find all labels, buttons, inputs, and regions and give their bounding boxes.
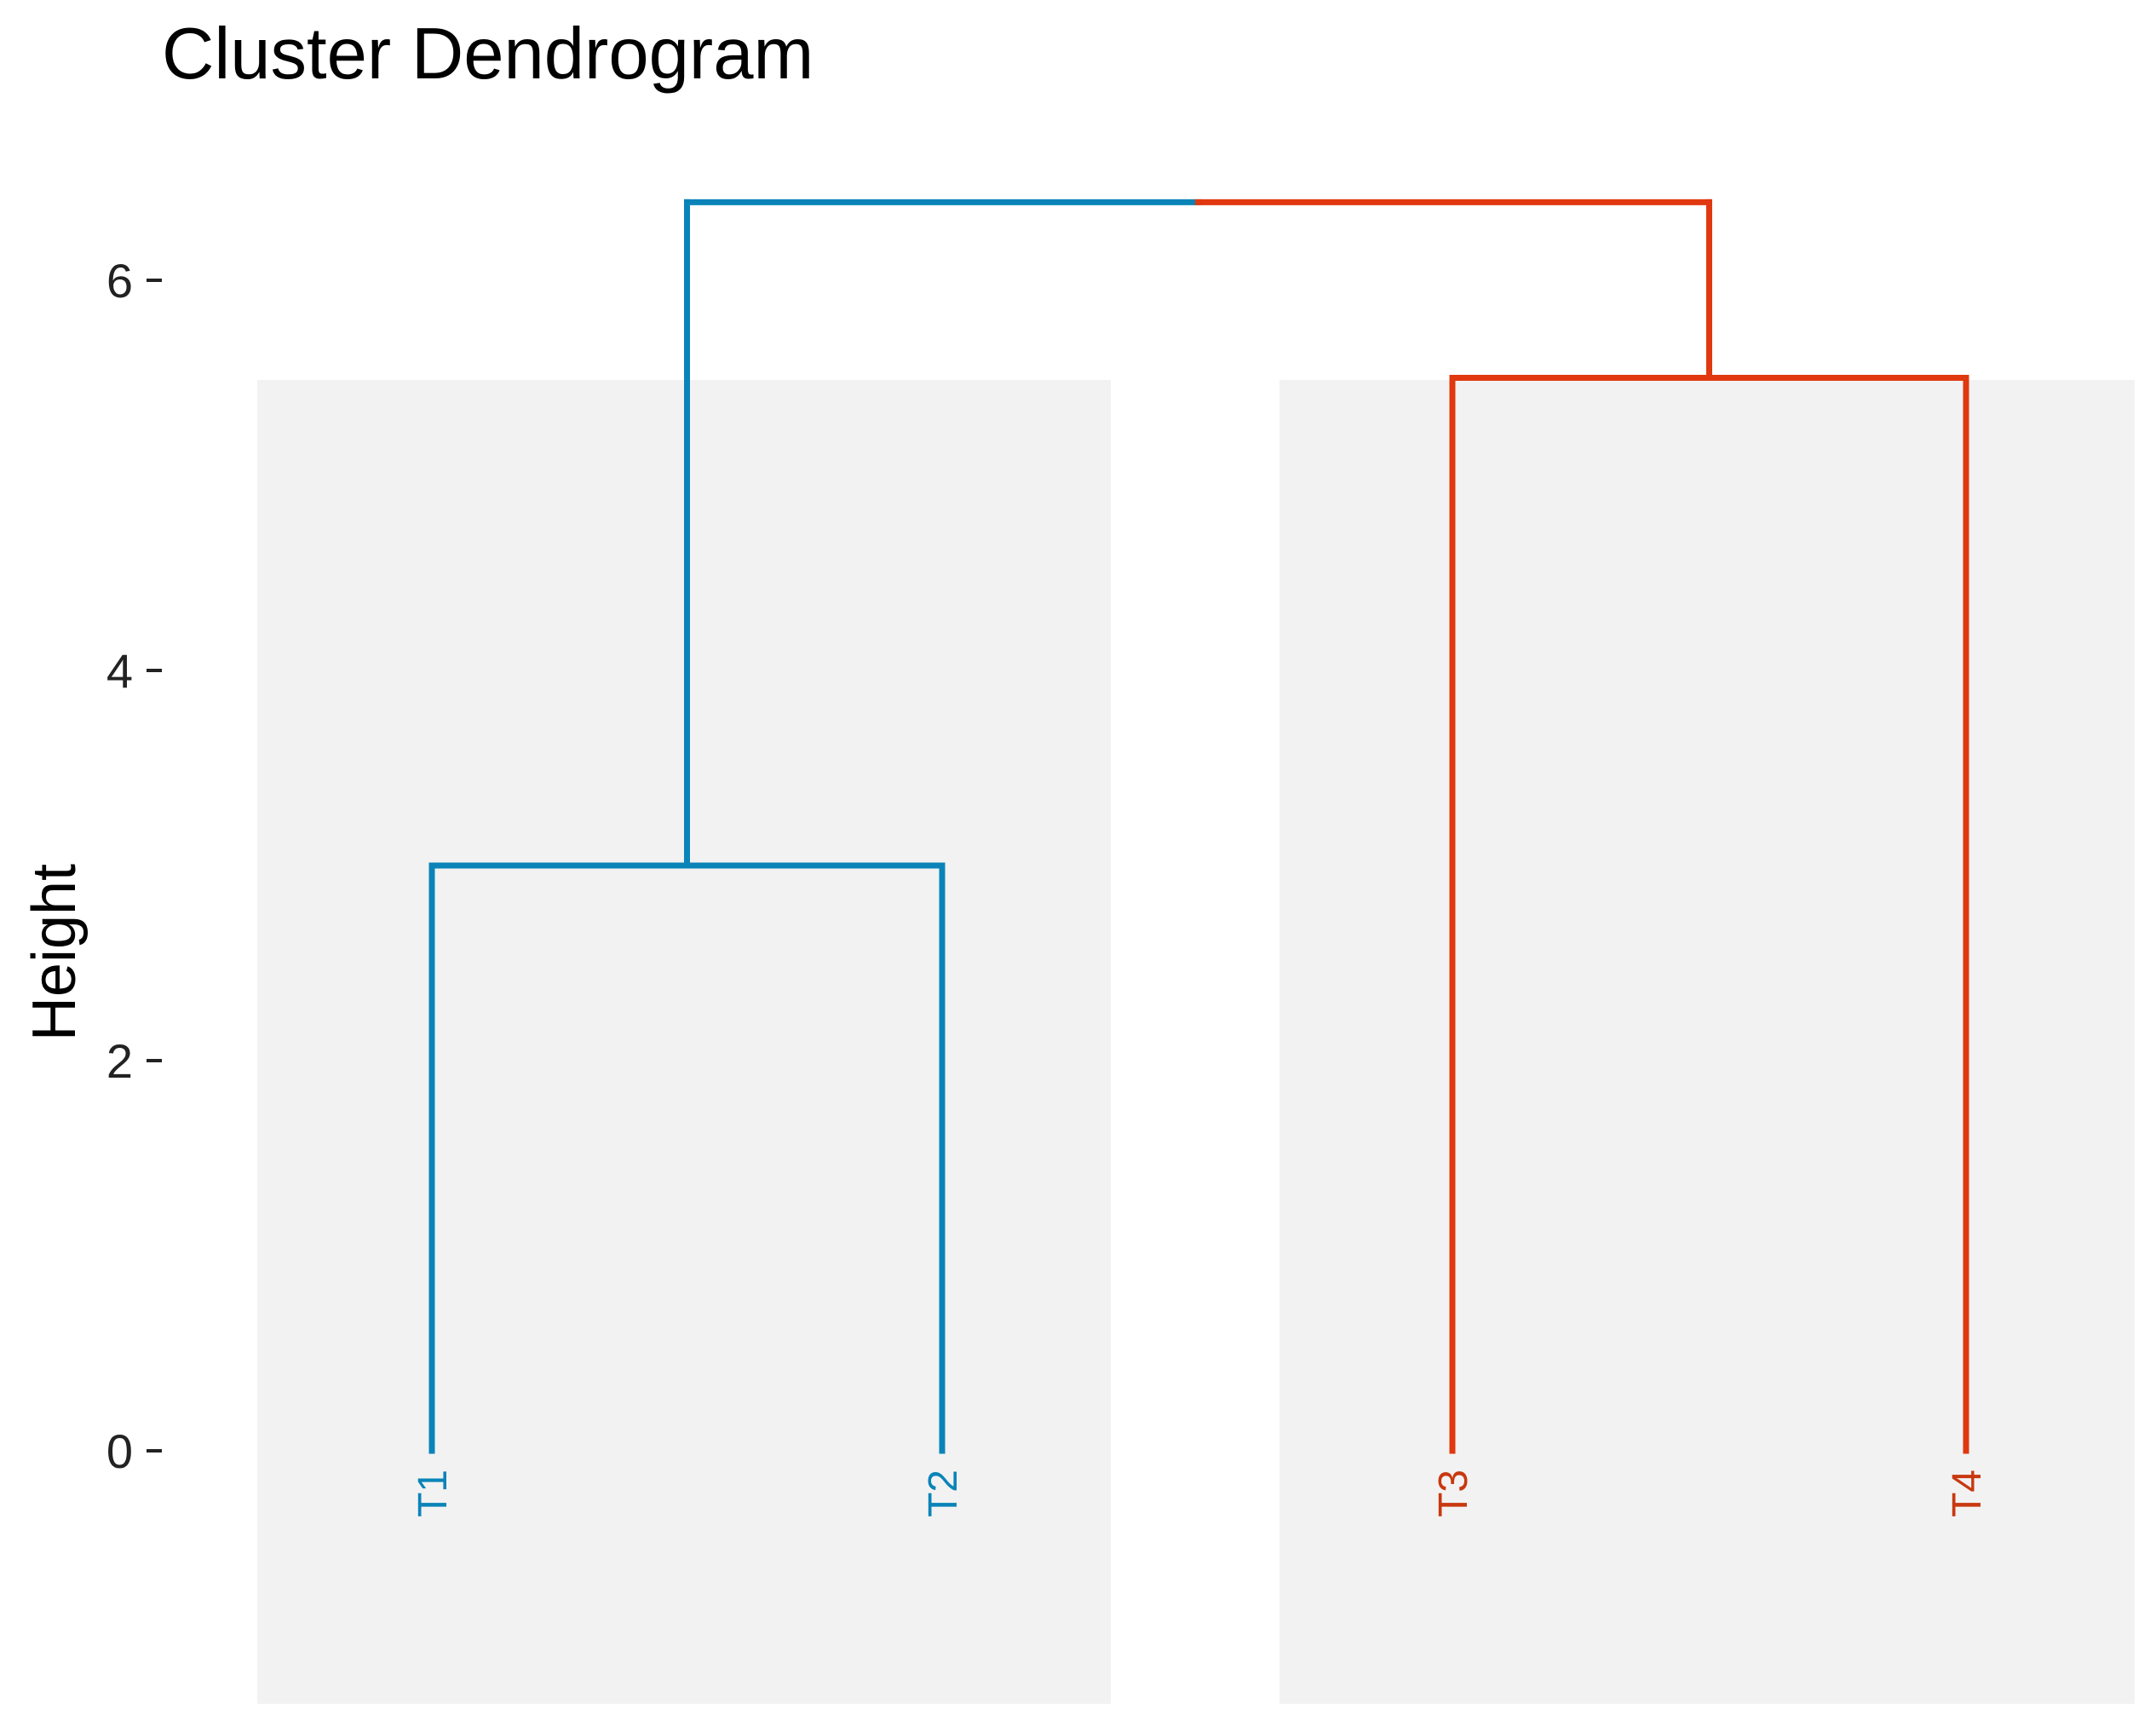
y-tick-label-2: 2 [106, 1034, 133, 1088]
chart-title: Cluster Dendrogram [162, 14, 814, 95]
cluster-box-2 [1279, 380, 2135, 1704]
leaf-label-t4: T4 [1945, 1470, 1990, 1517]
y-axis-label: Height [20, 864, 89, 1041]
y-tick-label-6: 6 [106, 254, 133, 308]
leaf-label-t1: T1 [411, 1470, 456, 1517]
y-tick-label-4: 4 [106, 644, 133, 698]
leaf-label-t2: T2 [921, 1470, 966, 1517]
dendrogram-branches [428, 198, 1969, 1454]
leaf-label-t3: T3 [1431, 1470, 1476, 1517]
y-tick-label-0: 0 [106, 1424, 133, 1478]
y-axis: 0 2 4 6 [106, 254, 162, 1478]
leaf-labels: T1 T2 T3 T4 [411, 1470, 1990, 1517]
cluster-boxes [257, 380, 2135, 1704]
